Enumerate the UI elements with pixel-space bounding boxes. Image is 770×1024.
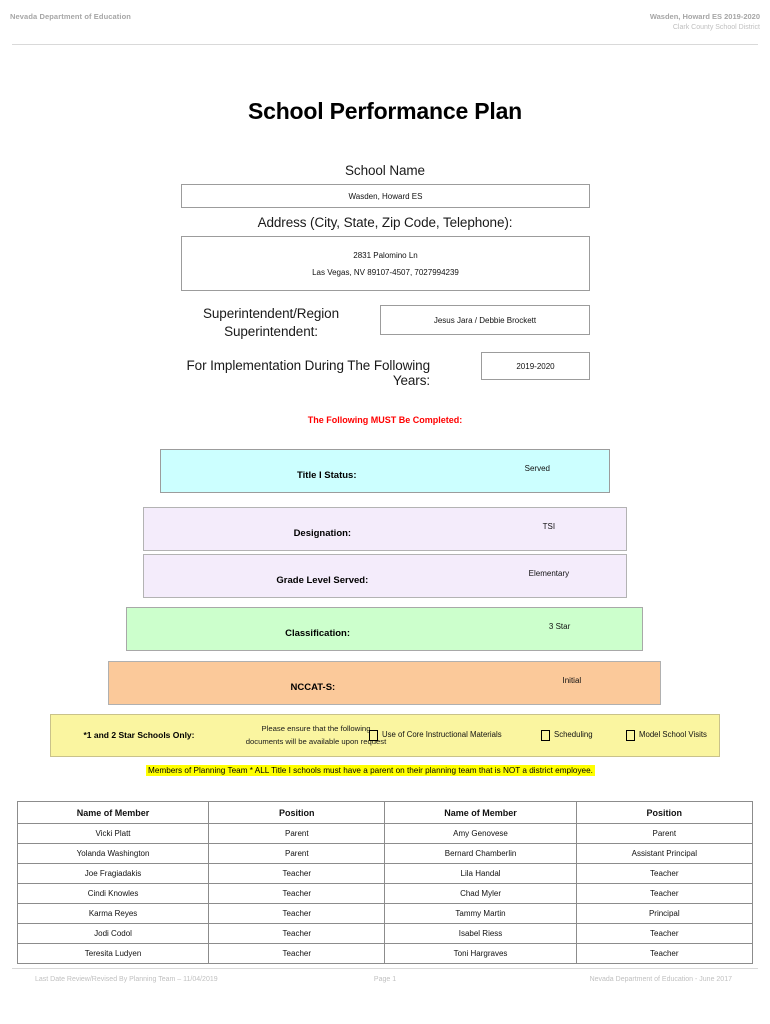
superintendent-field[interactable]: Jesus Jara / Debbie Brockett xyxy=(380,305,590,335)
table-cell: Chad Myler xyxy=(384,883,577,904)
table-cell: Principal xyxy=(575,903,754,924)
table-cell: Isabel Riess xyxy=(384,923,577,944)
star-schools-note-line-1: Please ensure that the following xyxy=(261,724,371,733)
table-cell: Teacher xyxy=(575,923,754,944)
implementation-years-value: 2019-2020 xyxy=(516,361,555,371)
column-header-position-1: Position xyxy=(208,801,386,824)
table-cell: Joe Fragiadakis xyxy=(16,863,210,884)
checkbox-scheduling-label: Scheduling xyxy=(554,730,593,739)
table-cell: Parent xyxy=(208,843,386,864)
checkbox-icon[interactable] xyxy=(626,730,635,741)
header-district-name: Clark County School District xyxy=(672,24,760,31)
banner-designation[interactable]: Designation: TSI xyxy=(143,507,627,551)
implementation-years-label: For Implementation During The Following … xyxy=(186,358,431,388)
superintendent-value: Jesus Jara / Debbie Brockett xyxy=(433,315,537,325)
banner-grade-level-served-value: Elementary xyxy=(528,568,570,578)
banner-classification-value: 3 Star xyxy=(548,621,571,631)
table-cell: Vicki Platt xyxy=(16,823,210,844)
address-label: Address (City, State, Zip Code, Telephon… xyxy=(257,215,513,230)
table-cell: Parent xyxy=(575,823,754,844)
header-school-year: Wasden, Howard ES 2019-2020 xyxy=(649,12,760,21)
banner-nccat-s-value: Initial xyxy=(562,675,582,685)
footer-last-revised: Last Date Review/Revised By Planning Tea… xyxy=(35,976,218,983)
header-agency-name: Nevada Department of Education xyxy=(10,12,131,21)
table-cell: Bernard Chamberlin xyxy=(384,843,577,864)
banner-title-i-status[interactable]: Title I Status: Served xyxy=(160,449,610,493)
table-cell: Toni Hargraves xyxy=(384,943,577,964)
page-header: Nevada Department of Education Wasden, H… xyxy=(0,0,770,48)
table-cell: Assistant Principal xyxy=(575,843,754,864)
checkbox-scheduling[interactable]: Scheduling xyxy=(541,730,593,741)
column-header-position-2: Position xyxy=(575,801,754,824)
checkbox-model-school-visits-label: Model School Visits xyxy=(639,730,707,739)
banner-designation-label: Designation: xyxy=(293,528,352,539)
checkbox-core-instructional-materials-label: Use of Core Instructional Materials xyxy=(382,730,502,739)
footer-source: Nevada Department of Education - June 20… xyxy=(589,976,732,983)
school-name-label: School Name xyxy=(345,163,425,178)
star-schools-note-line-2: documents will be available upon request xyxy=(245,737,387,746)
star-schools-band-note: Please ensure that the following documen… xyxy=(221,722,411,748)
footer-page-number: Page 1 xyxy=(373,976,397,983)
school-name-value: Wasden, Howard ES xyxy=(348,191,423,201)
school-name-field[interactable]: Wasden, Howard ES xyxy=(181,184,590,208)
table-cell: Teacher xyxy=(208,903,386,924)
checkbox-icon[interactable] xyxy=(369,730,378,741)
table-cell: Yolanda Washington xyxy=(16,843,210,864)
required-notice: The Following MUST Be Completed: xyxy=(307,415,463,425)
address-line-1: 2831 Palomino Ln xyxy=(353,250,418,260)
page-title: School Performance Plan xyxy=(247,98,523,124)
table-cell: Tammy Martin xyxy=(384,903,577,924)
checkbox-core-instructional-materials[interactable]: Use of Core Instructional Materials xyxy=(369,730,502,741)
checkbox-model-school-visits[interactable]: Model School Visits xyxy=(626,730,707,741)
table-cell: Teacher xyxy=(575,883,754,904)
banner-grade-level-served[interactable]: Grade Level Served: Elementary xyxy=(143,554,627,598)
banner-title-i-status-value: Served xyxy=(524,463,550,473)
table-cell: Amy Genovese xyxy=(384,823,577,844)
banner-nccat-s-label: NCCAT-S: xyxy=(290,682,336,693)
header-divider xyxy=(12,44,758,45)
planning-team-members-table: Name of Member Position Name of Member P… xyxy=(16,801,754,964)
table-cell: Teresita Ludyen xyxy=(16,943,210,964)
banner-classification-label: Classification: xyxy=(285,628,351,639)
checkbox-icon[interactable] xyxy=(541,730,550,741)
footer-divider xyxy=(12,968,758,969)
address-field[interactable]: 2831 Palomino Ln Las Vegas, NV 89107-450… xyxy=(181,236,590,291)
table-header-row: Name of Member Position Name of Member P… xyxy=(16,801,754,824)
table-cell: Teacher xyxy=(575,943,754,964)
column-header-name-1: Name of Member xyxy=(16,801,210,824)
table-cell: Teacher xyxy=(208,943,386,964)
column-header-name-2: Name of Member xyxy=(384,801,577,824)
banner-nccat-s[interactable]: NCCAT-S: Initial xyxy=(108,661,661,705)
table-cell: Parent xyxy=(208,823,386,844)
planning-team-note: Members of Planning Team * ALL Title I s… xyxy=(146,765,595,776)
banner-designation-value: TSI xyxy=(542,521,556,531)
star-schools-band-title: *1 and 2 Star Schools Only: xyxy=(83,730,195,740)
table-cell: Teacher xyxy=(208,883,386,904)
address-line-2: Las Vegas, NV 89107-4507, 7027994239 xyxy=(312,267,459,277)
implementation-years-field[interactable]: 2019-2020 xyxy=(481,352,590,380)
banner-classification[interactable]: Classification: 3 Star xyxy=(126,607,643,651)
table-cell: Cindi Knowles xyxy=(16,883,210,904)
superintendent-label: Superintendent/Region Superintendent: xyxy=(202,306,339,339)
banner-title-i-status-label: Title I Status: xyxy=(297,470,357,481)
table-cell: Lila Handal xyxy=(384,863,577,884)
table-cell: Teacher xyxy=(575,863,754,884)
table-cell: Teacher xyxy=(208,863,386,884)
table-cell: Jodi Codol xyxy=(16,923,210,944)
banner-grade-level-served-label: Grade Level Served: xyxy=(276,575,369,586)
star-schools-band: *1 and 2 Star Schools Only: Please ensur… xyxy=(50,714,720,757)
table-cell: Karma Reyes xyxy=(16,903,210,924)
table-cell: Teacher xyxy=(208,923,386,944)
